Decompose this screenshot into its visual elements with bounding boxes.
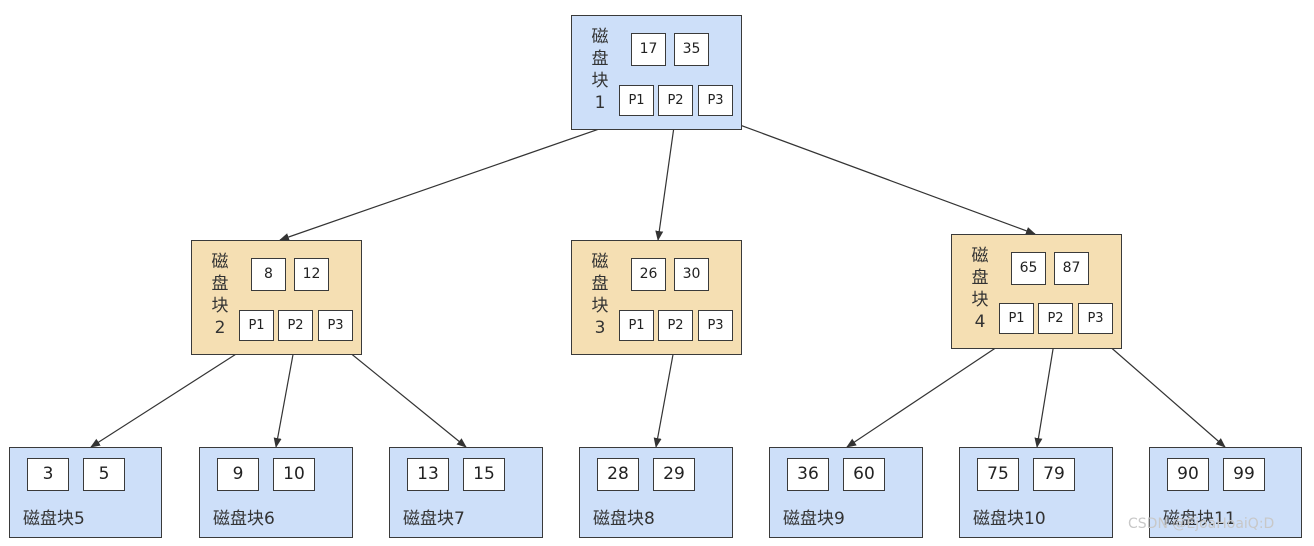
- pointer-p1: P1: [619, 85, 654, 116]
- key-box: 79: [1033, 458, 1075, 491]
- key-box: 12: [294, 258, 329, 291]
- edge-arrow: [653, 340, 677, 448]
- edge-arrow: [655, 115, 677, 241]
- edge-arrow: [1095, 333, 1226, 448]
- block-label: 磁盘块8: [593, 509, 655, 529]
- key-box: 35: [674, 33, 709, 66]
- block-label: 磁盘块9: [783, 509, 845, 529]
- key-box: 60: [843, 458, 885, 491]
- key-box: 3: [27, 458, 69, 491]
- key-box: 29: [653, 458, 695, 491]
- block-label: 磁盘块2: [211, 252, 229, 338]
- edge-arrow: [1034, 333, 1057, 448]
- edge-arrow: [715, 115, 1036, 235]
- key-box: 13: [407, 458, 449, 491]
- block-label: 磁盘块3: [591, 252, 609, 338]
- pointer-p3: P3: [1078, 303, 1113, 334]
- pointer-p1: P1: [239, 310, 274, 341]
- pointer-p2: P2: [278, 310, 313, 341]
- block-label: 磁盘块4: [971, 246, 989, 332]
- key-box: 75: [977, 458, 1019, 491]
- block-label: 磁盘块5: [23, 509, 85, 529]
- edge-arrow: [335, 340, 467, 448]
- block-label: 磁盘块7: [403, 509, 465, 529]
- block-label: 磁盘块10: [973, 509, 1046, 529]
- key-box: 5: [83, 458, 125, 491]
- edge-arrow: [90, 340, 257, 448]
- block-label: 磁盘块1: [591, 27, 609, 113]
- key-box: 10: [273, 458, 315, 491]
- pointer-p3: P3: [318, 310, 353, 341]
- block-label: 磁盘块6: [213, 509, 275, 529]
- pointer-p3: P3: [698, 85, 733, 116]
- key-box: 15: [463, 458, 505, 491]
- key-box: 28: [597, 458, 639, 491]
- key-box: 26: [631, 258, 666, 291]
- key-box: 65: [1011, 252, 1046, 285]
- key-box: 9: [217, 458, 259, 491]
- watermark: CSDN @EjoaHoaiQ:D: [1128, 516, 1275, 532]
- edge-arrow: [279, 115, 637, 241]
- edge-arrow: [846, 333, 1017, 448]
- pointer-p2: P2: [658, 310, 693, 341]
- key-box: 36: [787, 458, 829, 491]
- pointer-p2: P2: [658, 85, 693, 116]
- pointer-p1: P1: [999, 303, 1034, 334]
- pointer-p2: P2: [1038, 303, 1073, 334]
- key-box: 17: [631, 33, 666, 66]
- pointer-p1: P1: [619, 310, 654, 341]
- key-box: 90: [1167, 458, 1209, 491]
- key-box: 8: [251, 258, 286, 291]
- key-box: 87: [1054, 252, 1089, 285]
- pointer-p3: P3: [698, 310, 733, 341]
- block-label: 磁盘块11: [1163, 509, 1236, 529]
- key-box: 99: [1223, 458, 1265, 491]
- key-box: 30: [674, 258, 709, 291]
- edge-arrow: [273, 340, 297, 448]
